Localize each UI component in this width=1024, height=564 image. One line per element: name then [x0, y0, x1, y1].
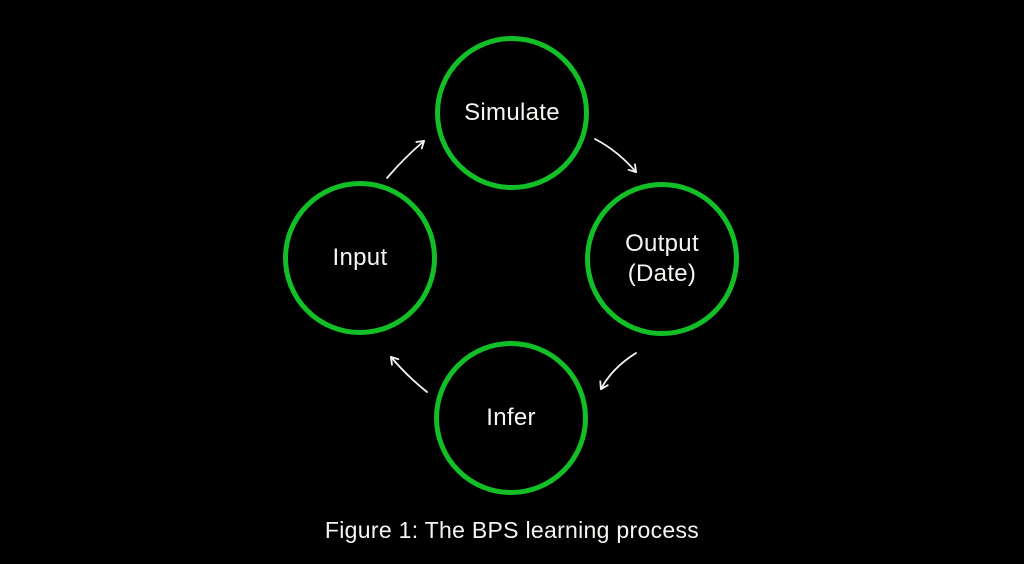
figure-caption: Figure 1: The BPS learning process	[324, 517, 700, 543]
arrow-infer-to-input	[389, 355, 428, 393]
node-output: Output (Date)	[585, 182, 739, 336]
node-input-label: Input	[332, 244, 388, 271]
node-output-sublabel: (Date)	[627, 260, 697, 287]
arrow-input-to-simulate	[386, 139, 426, 179]
node-infer-label: Infer	[486, 404, 536, 431]
arrow-simulate-to-output	[594, 138, 638, 174]
node-output-label: Output	[625, 230, 699, 257]
node-simulate: Simulate	[435, 36, 589, 190]
arrow-output-to-infer	[599, 352, 637, 391]
node-input: Input	[283, 181, 437, 335]
node-infer: Infer	[434, 341, 588, 495]
node-simulate-label: Simulate	[464, 99, 560, 126]
